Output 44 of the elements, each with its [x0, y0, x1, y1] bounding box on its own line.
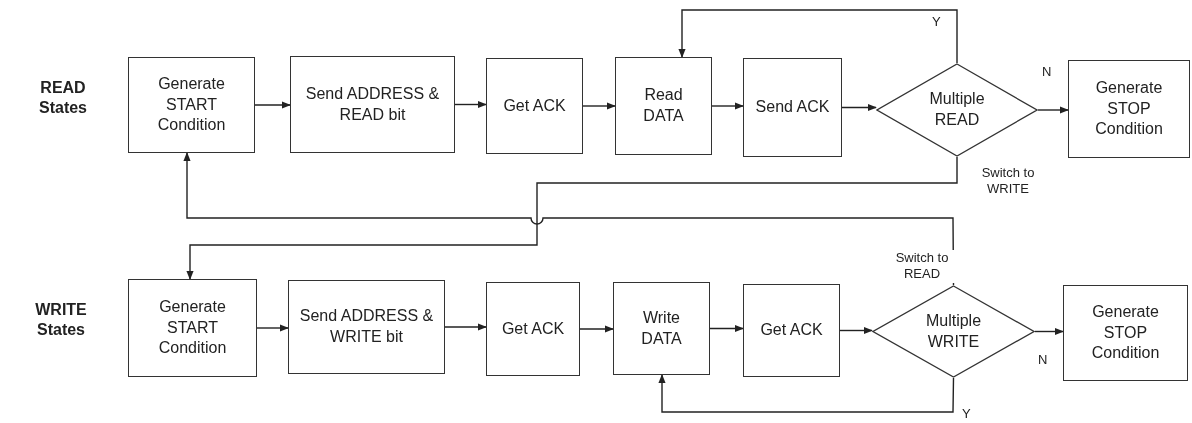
- arrow: [709, 324, 744, 333]
- node-text: Get ACK: [503, 95, 566, 116]
- arrow: [1034, 327, 1064, 336]
- node-text: Generate START Condition: [157, 296, 228, 359]
- node-text: Write DATA: [640, 307, 683, 349]
- process-box: [486, 282, 580, 376]
- row-label: READ States: [38, 78, 88, 118]
- node-text: Send ADDRESS & READ bit: [304, 83, 441, 125]
- node-text: Send ACK: [755, 97, 830, 118]
- process-box: [743, 284, 840, 377]
- arrow: [444, 323, 487, 331]
- arrow: [256, 324, 289, 332]
- process-box: [128, 279, 257, 377]
- process-box: [743, 58, 842, 157]
- arrow: [582, 102, 616, 110]
- node-text: Get ACK: [760, 320, 823, 341]
- node-text: Multiple WRITE: [924, 310, 983, 352]
- process-box: [1063, 285, 1188, 381]
- arrow: [841, 103, 877, 112]
- arrow: [678, 9, 958, 64]
- process-box: [128, 57, 255, 153]
- node-text: Generate START Condition: [156, 73, 227, 136]
- row-label: WRITE States: [34, 300, 88, 340]
- process-box: [615, 57, 712, 155]
- arrow: [1037, 106, 1069, 114]
- arrow: [254, 101, 291, 109]
- arrow: [579, 325, 614, 333]
- node-text: Generate STOP Condition: [1090, 301, 1161, 364]
- arrow: [658, 374, 955, 413]
- node-text: Get ACK: [501, 318, 565, 339]
- process-box: [1068, 60, 1190, 158]
- node-text: Send ADDRESS & WRITE bit: [298, 306, 435, 347]
- process-box: [290, 56, 455, 153]
- arrow: [454, 100, 487, 109]
- decision-diamond: [876, 63, 1038, 157]
- process-box: [613, 282, 710, 375]
- node-text: Multiple READ: [928, 89, 986, 130]
- arrow: [711, 102, 744, 110]
- node-text: Generate STOP Condition: [1094, 77, 1164, 140]
- process-box: [288, 280, 445, 374]
- arrow: [839, 326, 873, 335]
- process-box: [486, 58, 583, 154]
- node-text: Read DATA: [642, 85, 685, 126]
- decision-diamond: [872, 285, 1035, 378]
